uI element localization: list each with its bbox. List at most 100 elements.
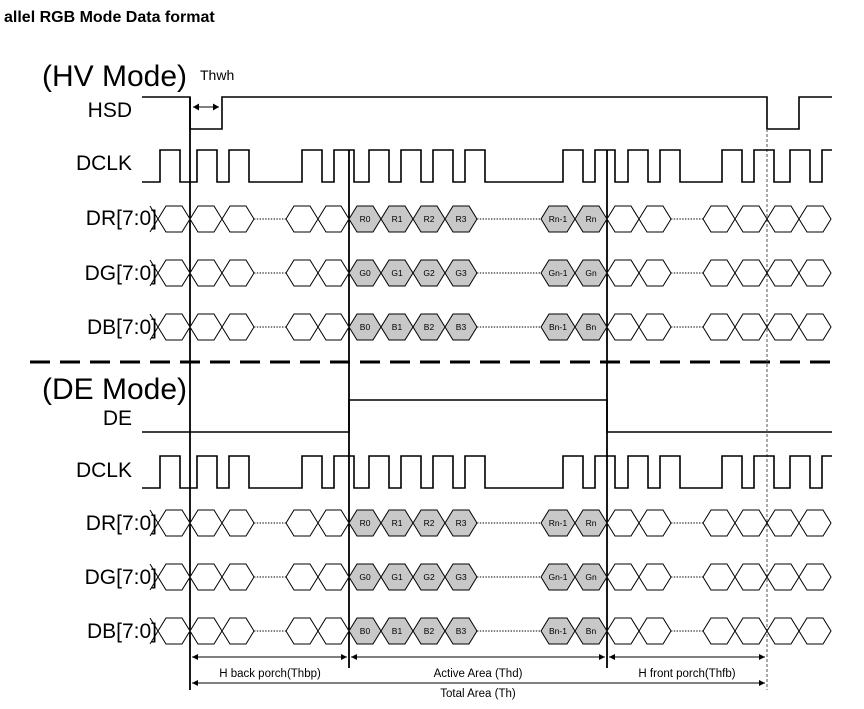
bus-cell-label: R2 [424, 214, 435, 224]
bus-cell-label: Bn-1 [549, 626, 567, 636]
bus-cell-label: Gn-1 [549, 268, 568, 278]
bus-edge [149, 509, 159, 537]
dclk-waveform-de [142, 455, 832, 489]
signal-label-dr-hv: DR[7:0] [86, 207, 157, 230]
bus-cell-idle [798, 509, 832, 537]
bus-edge [149, 617, 159, 645]
bus-cell-label: G0 [359, 268, 371, 278]
bus-cell-label: G1 [391, 268, 403, 278]
bus-cell-label: R0 [360, 214, 371, 224]
bus-cell-label: Gn-1 [549, 572, 568, 582]
bus-cell-idle [766, 313, 800, 341]
bus-cell-idle [221, 259, 255, 287]
thwh-arrowheads [193, 103, 219, 111]
bus-cell-idle [702, 563, 736, 591]
bus-cell-idle [734, 205, 768, 233]
bus-cell-active [444, 563, 478, 591]
bus-cell-label: B3 [456, 626, 467, 636]
bus-cell-idle [734, 259, 768, 287]
bus-cell-label: G2 [423, 572, 435, 582]
dclk-waveform-hv [142, 149, 832, 183]
bus-cell-idle [317, 509, 350, 537]
bus-cell-label: Gn [585, 572, 597, 582]
bus-cell-label: G1 [391, 572, 403, 582]
bus-cell-idle [221, 509, 255, 537]
bus-cell-idle [157, 563, 191, 591]
bus-cell-idle [189, 259, 223, 287]
active-area-label: Active Area (Thd) [434, 668, 523, 680]
bus-cell-label: B0 [360, 322, 371, 332]
bus-cell-idle [189, 509, 223, 537]
thwh-label: Thwh [200, 67, 234, 83]
bus-cell-idle [189, 617, 223, 645]
bus-cell-label: R3 [456, 214, 467, 224]
bus-cell-label: G2 [423, 268, 435, 278]
front-porch-label: H front porch(Thfb) [638, 668, 735, 680]
bus-cell-idle [221, 313, 255, 341]
signal-label-dg-hv: DG[7:0] [85, 262, 157, 285]
signal-label-dg-de: DG[7:0] [85, 566, 157, 589]
bus-cell-idle [285, 617, 319, 645]
bus-cell-idle [285, 509, 319, 537]
diagram-title: allel RGB Mode Data format [4, 9, 215, 26]
bus-cell-active [444, 617, 478, 645]
bus-cell-active [574, 509, 608, 537]
bus-cell-label: Bn [586, 626, 597, 636]
bus-cell-label: Bn-1 [549, 322, 567, 332]
bus-cell-active [574, 259, 608, 287]
signal-label-dclk-de: DCLK [76, 459, 132, 482]
bus-cell-label: Bn [586, 322, 597, 332]
bus-cell-idle [606, 313, 640, 341]
bus-cell-idle [734, 563, 768, 591]
bus-cell-idle [702, 313, 736, 341]
bus-cell-label: B1 [392, 626, 403, 636]
bus-cell-idle [317, 563, 350, 591]
bus-cell-idle [734, 313, 768, 341]
bus-cell-idle [606, 259, 640, 287]
total-area-label: Total Area (Th) [440, 688, 516, 700]
hsd-waveform [142, 96, 832, 130]
bus-cell-idle [157, 205, 191, 233]
signal-label-dr-de: DR[7:0] [86, 512, 157, 535]
bus-cell-idle [798, 259, 832, 287]
bus-cell-label: R1 [392, 518, 403, 528]
bus-edge [149, 259, 159, 287]
bus-cell-idle [798, 617, 832, 645]
bus-cell-active [444, 259, 478, 287]
bus-cell-active [574, 617, 608, 645]
bus-cell-label: Rn [586, 214, 597, 224]
bus-cell-idle [798, 563, 832, 591]
bus-cell-idle [157, 313, 191, 341]
bus-cell-label: G0 [359, 572, 371, 582]
bus-cell-idle [157, 617, 191, 645]
bus-edge [149, 205, 159, 233]
bus-cell-idle [702, 617, 736, 645]
bus-cell-idle [285, 313, 319, 341]
bus-cell-idle [317, 205, 350, 233]
bus-cell-active [444, 313, 478, 341]
bus-cell-idle [285, 563, 319, 591]
bus-cell-active [444, 205, 478, 233]
signal-label-dclk-hv: DCLK [76, 152, 132, 175]
bus-cell-idle [317, 617, 350, 645]
bus-cell-active [444, 509, 478, 537]
bus-cell-idle [189, 563, 223, 591]
bus-cell-label: B2 [424, 626, 435, 636]
bus-cell-idle [766, 205, 800, 233]
bus-cell-label: B2 [424, 322, 435, 332]
bus-cell-idle [221, 205, 255, 233]
bus-cell-label: Rn [586, 518, 597, 528]
bus-cell-idle [606, 509, 640, 537]
bus-cell-active [574, 563, 608, 591]
bus-cell-idle [317, 259, 350, 287]
bus-cell-label: R2 [424, 518, 435, 528]
timing-span-layer: H back porch(Thbp)Active Area (Thd)H fro… [192, 654, 765, 700]
clock-layer [142, 149, 832, 489]
bus-edge [149, 563, 159, 591]
bus-cell-idle [638, 509, 672, 537]
bus-cell-idle [638, 563, 672, 591]
bus-cell-idle [766, 259, 800, 287]
bus-cell-idle [189, 313, 223, 341]
bus-cell-label: R1 [392, 214, 403, 224]
